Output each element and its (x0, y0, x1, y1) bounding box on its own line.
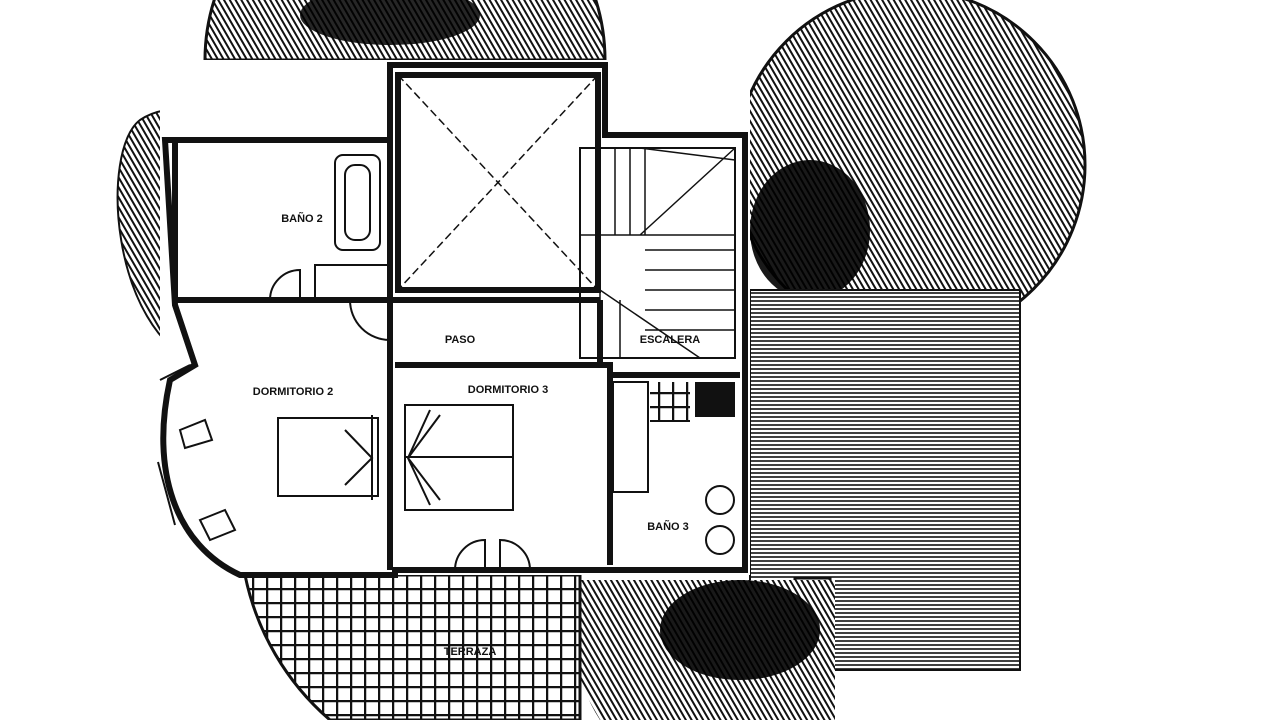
room-label-escalera: ESCALERA (640, 334, 701, 346)
room-label-bano-2: BAÑO 2 (281, 212, 323, 225)
terrace-grid (243, 573, 582, 720)
room-label-paso: PASO (445, 334, 476, 346)
room-label-dormitorio-2: DORMITORIO 2 (253, 386, 333, 398)
building-walls (157, 60, 750, 578)
room-label-terraza: TERRAZA (444, 646, 497, 658)
room-label-dormitorio-3: DORMITORIO 3 (468, 384, 548, 396)
right-circular-terrace (733, 0, 1087, 342)
top-terrace-fan (203, 0, 607, 62)
room-label-bano-3: BAÑO 3 (647, 520, 689, 533)
bottom-right-fan (573, 580, 835, 720)
